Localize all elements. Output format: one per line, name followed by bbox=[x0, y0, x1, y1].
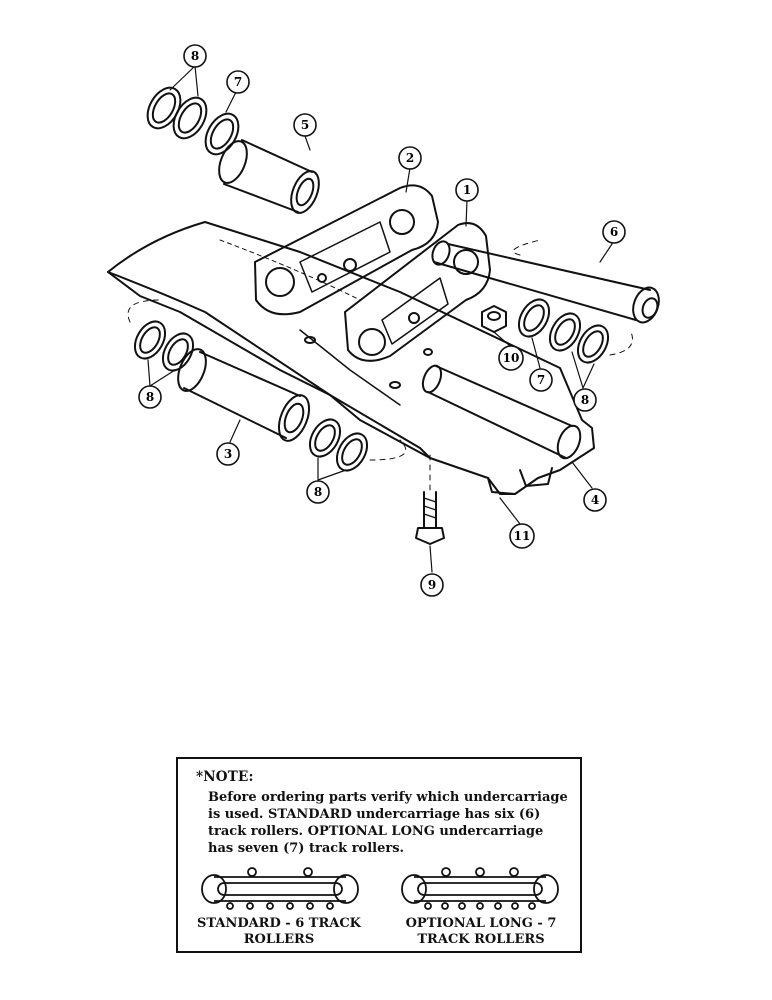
svg-text:8: 8 bbox=[581, 393, 589, 407]
bushing-3 bbox=[177, 348, 311, 442]
callout-8-left: 8 bbox=[138, 385, 162, 409]
note-line: is used. STANDARD undercarriage has six … bbox=[208, 807, 541, 822]
svg-text:9: 9 bbox=[428, 578, 436, 592]
pin-6 bbox=[431, 240, 660, 324]
note-body: Before ordering parts verify which under… bbox=[208, 789, 578, 857]
callout-7-top: 7 bbox=[226, 70, 250, 94]
note-line: has seven (7) track rollers. bbox=[208, 841, 405, 856]
note-line: Before ordering parts verify which under… bbox=[208, 790, 568, 805]
seal-rings-left bbox=[133, 320, 195, 372]
standard-undercarriage-icon bbox=[201, 867, 359, 910]
svg-text:8: 8 bbox=[146, 390, 154, 404]
optional-caption: OPTIONAL LONG - 7 TRACK ROLLERS bbox=[386, 916, 576, 948]
callout-5: 5 bbox=[293, 113, 317, 137]
optional-long-undercarriage-icon bbox=[401, 867, 559, 910]
svg-text:1: 1 bbox=[463, 183, 471, 197]
track-link-1 bbox=[344, 222, 491, 362]
svg-text:6: 6 bbox=[610, 225, 618, 239]
note-title: *NOTE: bbox=[196, 769, 254, 785]
standard-caption-line1: STANDARD - 6 TRACK bbox=[197, 916, 361, 931]
seal-rings-lower bbox=[308, 418, 369, 472]
track-shoe-exploded-diagram: 8 7 5 2 1 6 10 7 8 8 3 8 4 11 9 bbox=[107, 44, 660, 597]
callouts: 8 7 5 2 1 6 10 7 8 8 3 8 4 11 9 bbox=[138, 44, 626, 597]
callout-10: 10 bbox=[498, 345, 524, 371]
bushing-5 bbox=[218, 139, 320, 214]
svg-text:7: 7 bbox=[234, 75, 242, 89]
track-link-2 bbox=[254, 184, 439, 316]
callout-3: 3 bbox=[216, 442, 240, 466]
callout-8-right: 8 bbox=[573, 388, 597, 412]
track-shoe-plate bbox=[107, 221, 595, 495]
callout-1: 1 bbox=[455, 178, 479, 202]
callout-6: 6 bbox=[602, 220, 626, 244]
note-line: track rollers. OPTIONAL LONG undercarria… bbox=[208, 824, 544, 839]
standard-caption-line2: ROLLERS bbox=[243, 932, 315, 947]
svg-text:11: 11 bbox=[514, 529, 531, 543]
callout-9: 9 bbox=[420, 573, 444, 597]
leader-lines bbox=[147, 65, 613, 573]
pin-4 bbox=[421, 364, 582, 460]
note-box: *NOTE: Before ordering parts verify whic… bbox=[176, 757, 582, 953]
callout-8-top: 8 bbox=[183, 44, 207, 68]
svg-text:10: 10 bbox=[503, 351, 520, 365]
callout-8-lower: 8 bbox=[306, 480, 330, 504]
svg-text:2: 2 bbox=[406, 151, 414, 165]
seal-rings-upper-left bbox=[146, 86, 240, 156]
standard-caption: STANDARD - 6 TRACK ROLLERS bbox=[184, 916, 374, 948]
seal-rings-right bbox=[517, 298, 610, 364]
callout-11: 11 bbox=[509, 523, 535, 549]
svg-text:3: 3 bbox=[224, 447, 232, 461]
svg-text:7: 7 bbox=[537, 373, 545, 387]
bolt-9 bbox=[415, 491, 445, 545]
svg-text:5: 5 bbox=[301, 118, 309, 132]
callout-4: 4 bbox=[583, 488, 607, 512]
callout-2: 2 bbox=[398, 146, 422, 170]
svg-text:8: 8 bbox=[314, 485, 322, 499]
assembly-hint-lines bbox=[127, 239, 633, 491]
optional-caption-line2: TRACK ROLLERS bbox=[417, 932, 545, 947]
optional-caption-line1: OPTIONAL LONG - 7 bbox=[405, 916, 557, 931]
svg-text:8: 8 bbox=[191, 49, 199, 63]
nut-10 bbox=[481, 305, 507, 333]
svg-text:4: 4 bbox=[591, 493, 599, 507]
callout-7-right: 7 bbox=[529, 368, 553, 392]
